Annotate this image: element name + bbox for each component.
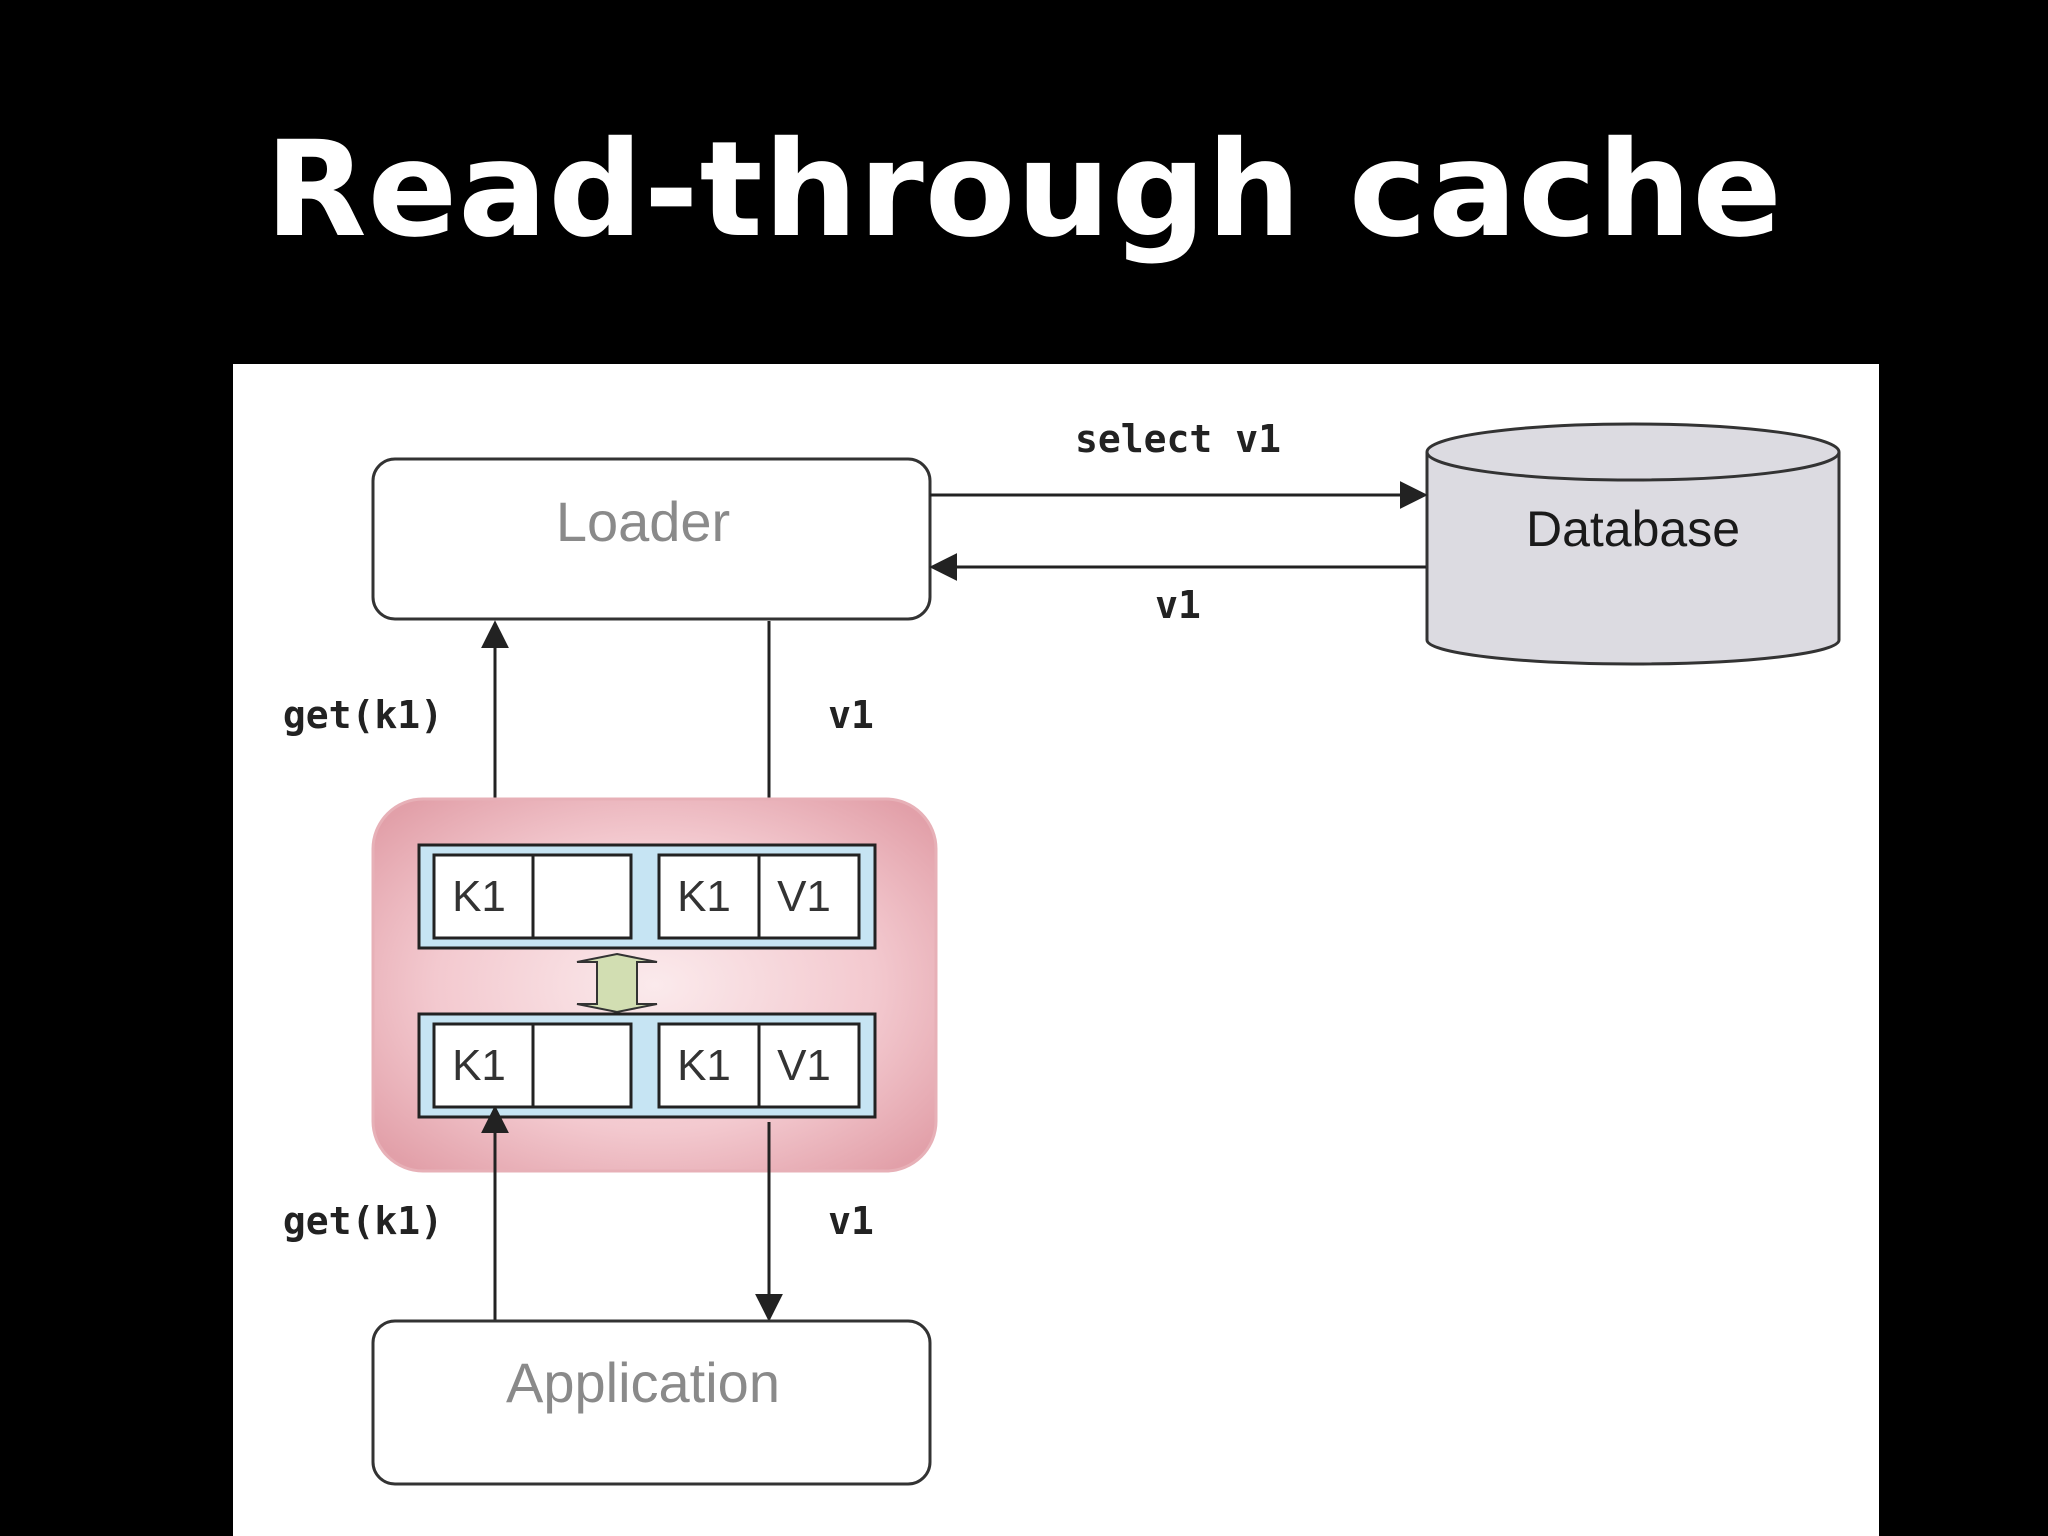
diagram-panel: Loader Database select v1 v1 get(k1) v1 bbox=[233, 364, 1879, 1536]
cache-value-cell: V1 bbox=[777, 872, 831, 921]
db-return-label: v1 bbox=[1155, 583, 1201, 627]
cache-cluster: K1 K1 V1 K1 K1 V1 bbox=[371, 797, 938, 1173]
cache-row: K1 K1 V1 bbox=[417, 843, 877, 950]
cache-value-cell: V1 bbox=[777, 1041, 831, 1090]
cache-key-cell: K1 bbox=[677, 872, 731, 921]
database-label: Database bbox=[1526, 501, 1740, 557]
database-node: Database bbox=[1425, 422, 1841, 666]
app-value-label: v1 bbox=[828, 1199, 874, 1243]
replication-arrow bbox=[576, 952, 658, 1014]
application-node: Application bbox=[371, 1319, 932, 1486]
get-app-label: get(k1) bbox=[283, 1199, 443, 1243]
get-loader-label: get(k1) bbox=[283, 693, 443, 737]
cache-key-cell: K1 bbox=[452, 872, 506, 921]
slide-title: Read-through cache bbox=[265, 113, 1783, 267]
diagram-canvas: Loader Database select v1 v1 get(k1) v1 bbox=[283, 417, 1841, 1486]
cache-key-cell: K1 bbox=[677, 1041, 731, 1090]
cache-key-cell: K1 bbox=[452, 1041, 506, 1090]
loader-value-label: v1 bbox=[828, 693, 874, 737]
loader-label: Loader bbox=[556, 490, 730, 553]
select-label: select v1 bbox=[1075, 417, 1281, 461]
cache-row: K1 K1 V1 bbox=[417, 1012, 877, 1119]
application-label: Application bbox=[506, 1351, 780, 1414]
loader-node: Loader bbox=[371, 457, 932, 621]
